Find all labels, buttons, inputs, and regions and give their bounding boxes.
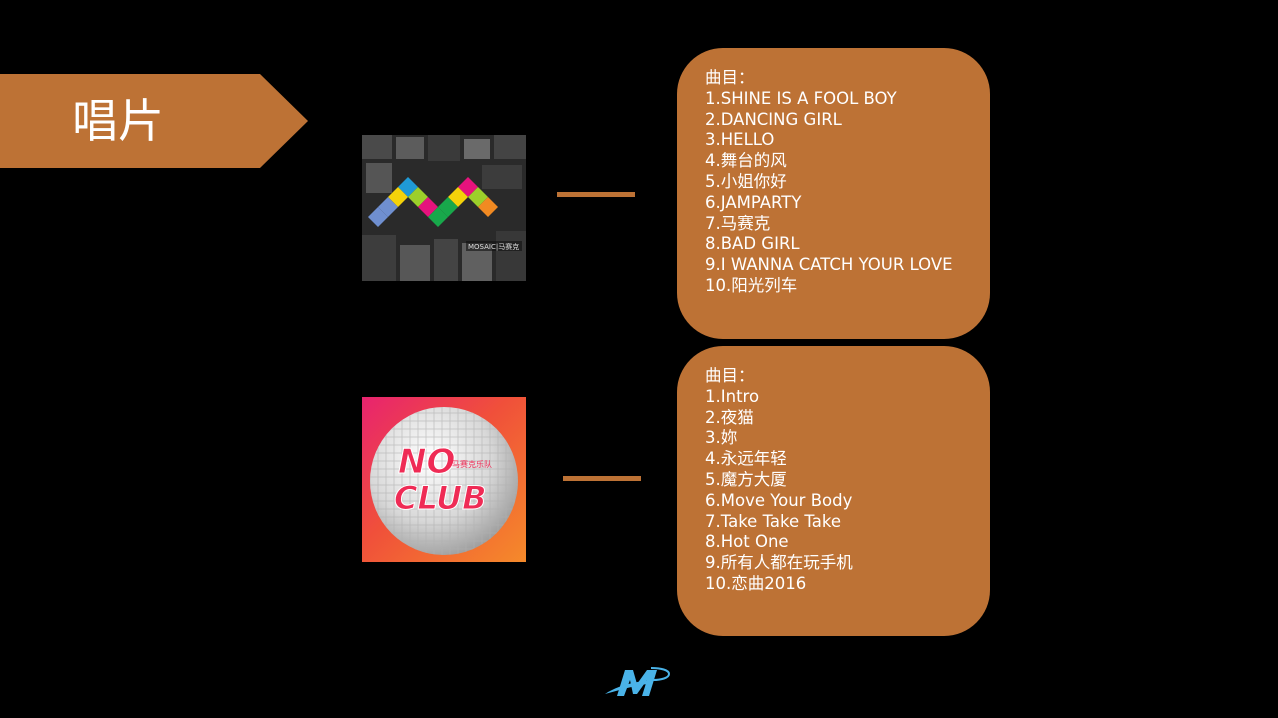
track-item: 4.永远年轻 (705, 449, 787, 469)
track-item: 3.妳 (705, 428, 738, 448)
track-item: 7.马赛克 (705, 213, 771, 233)
title-banner: 唱片 (0, 74, 308, 168)
track-item: 1.SHINE IS A FOOL BOY (705, 88, 897, 108)
track-item: 5.小姐你好 (705, 171, 787, 191)
m-logo-icon (603, 664, 671, 700)
track-item: 8.BAD GIRL (705, 234, 800, 254)
connector-line (563, 476, 641, 481)
track-item: 10.阳光列车 (705, 275, 798, 295)
album-cover-mosaic: MOSAIC|马赛克 (362, 135, 526, 281)
track-item: 3.HELLO (705, 130, 775, 150)
slide-title: 唱片 (72, 94, 164, 148)
track-item: 4.舞台的风 (705, 151, 787, 171)
tracklist-box: 曲目： 1.Intro 2.夜猫 3.妳 4.永远年轻 5.魔方大厦 6.Mov… (677, 346, 990, 636)
track-item: 6.Move Your Body (705, 490, 853, 510)
connector-line (557, 192, 635, 197)
track-item: 2.夜猫 (705, 407, 754, 427)
album-cover-label: MOSAIC|马赛克 (468, 242, 519, 251)
album-cover-no-club-art: NO CLUB 马赛克乐队 (370, 407, 518, 555)
track-item: 10.恋曲2016 (705, 573, 807, 593)
track-item: 8.Hot One (705, 532, 789, 552)
track-item: 9.所有人都在玩手机 (705, 553, 853, 573)
track-item: 2.DANCING GIRL (705, 109, 842, 129)
album-cover-mosaic-art: MOSAIC|马赛克 (362, 135, 526, 281)
track-item: 6.JAMPARTY (705, 192, 802, 212)
track-item: 5.魔方大厦 (705, 469, 787, 489)
album-cover-band-label: 马赛克乐队 (452, 459, 492, 469)
album-cover-title-line1: NO (398, 442, 455, 482)
album-cover-no-club: NO CLUB 马赛克乐队 (362, 397, 526, 562)
tracklist-box: 曲目： 1.SHINE IS A FOOL BOY 2.DANCING GIRL… (677, 48, 990, 339)
track-item: 1.Intro (705, 386, 760, 406)
tracklist-heading: 曲目： (705, 366, 755, 385)
track-item: 9.I WANNA CATCH YOUR LOVE (705, 255, 953, 275)
tracklist-heading: 曲目： (705, 68, 755, 87)
album-cover-title-line2: CLUB (394, 479, 487, 517)
track-item: 7.Take Take Take (705, 511, 841, 531)
